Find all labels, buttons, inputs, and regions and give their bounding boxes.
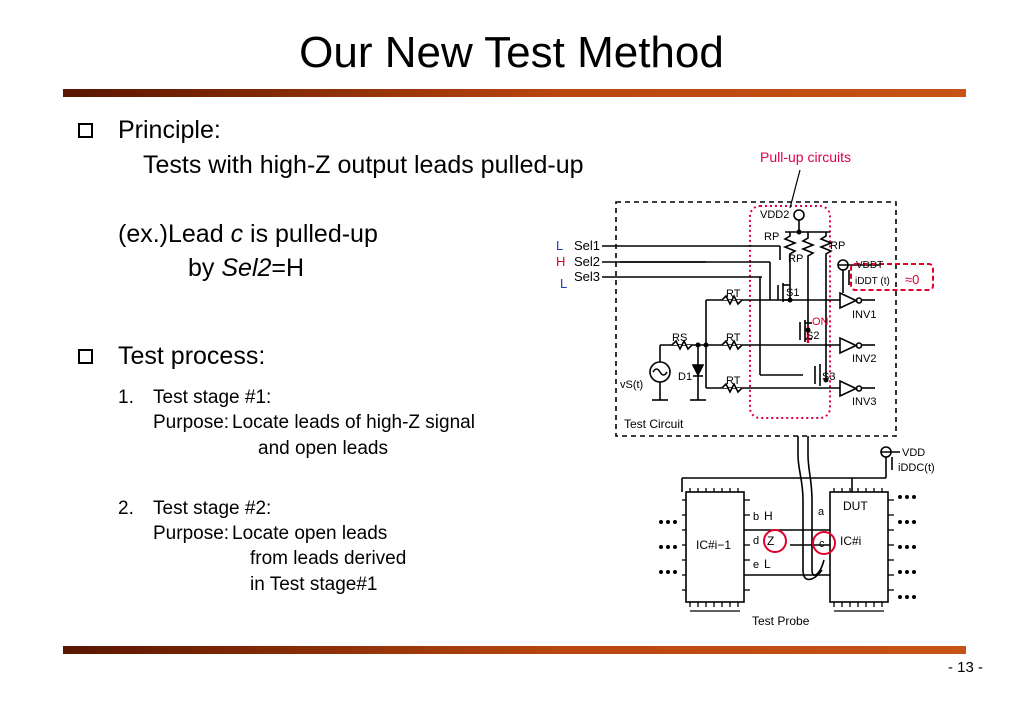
pullup-callout-line: [789, 169, 801, 209]
stage1-number: 1.: [118, 387, 134, 408]
page-number: - 13 -: [947, 659, 983, 676]
rp-label-3: RP: [830, 240, 845, 252]
stage2-number: 2.: [118, 498, 134, 519]
inv1-label: INV1: [852, 309, 876, 321]
lead-c-label: c: [819, 538, 825, 550]
stage2-purpose-line2: from leads derived: [250, 548, 407, 569]
rt-label-3: RT: [726, 375, 741, 387]
slide-title: Our New Test Method: [299, 28, 724, 77]
s2-label: S2: [806, 330, 819, 342]
dut-chip: [829, 491, 889, 603]
example-by-line: by Sel2=H: [188, 254, 304, 283]
lead-b-label: b: [753, 511, 759, 523]
lead-a-label: a: [818, 506, 825, 518]
example-lead: c: [230, 220, 244, 248]
by-suffix: =H: [271, 254, 305, 282]
d1-label: D1: [678, 371, 692, 383]
dut-label: DUT: [843, 499, 868, 513]
lead-b-value: H: [764, 509, 773, 523]
lead-d-label: d: [753, 535, 759, 547]
square-bullet-icon: [78, 349, 93, 364]
approx-zero-label: ≈0: [905, 272, 919, 287]
example-line: (ex.)Lead c is pulled-up: [118, 220, 378, 249]
lead-e-value: L: [764, 557, 771, 571]
vddt-label: VDDT: [856, 260, 883, 271]
top-divider: [63, 89, 966, 97]
by-prefix: by: [188, 254, 222, 282]
bottom-divider: [63, 646, 966, 654]
lead-e-label: e: [753, 559, 759, 571]
test-circuit-box: [615, 201, 897, 437]
pullup-box: [749, 205, 831, 419]
iddt-label: iDDT (t): [855, 276, 890, 287]
sel2-label: Sel2: [574, 254, 600, 269]
square-bullet-icon: [78, 123, 93, 138]
lead-c-highlight: [812, 531, 836, 555]
rt-label-1: RT: [726, 288, 741, 300]
by-sel: Sel2: [221, 254, 272, 282]
ic-prev-chip: [685, 491, 745, 603]
stage2-title: Test stage #2:: [153, 498, 272, 519]
iddt-zero-box: [850, 263, 934, 291]
ic-cur-label: IC#i: [840, 534, 861, 548]
sel3-label: Sel3: [574, 269, 600, 284]
sel2-level: H: [556, 254, 565, 269]
s1-label: S1: [786, 287, 799, 299]
example-suffix: is pulled-up: [243, 220, 378, 248]
sel3-level: L: [560, 276, 567, 291]
test-circuit-label: Test Circuit: [624, 417, 684, 431]
vdd2-label: VDD2: [760, 209, 789, 221]
process-heading: Test process:: [118, 342, 266, 370]
vdd-label: VDD: [902, 447, 925, 459]
stage1-purpose-label: Purpose:: [153, 412, 230, 433]
stage1-purpose-line2: and open leads: [258, 438, 388, 459]
inv3-label: INV3: [852, 396, 876, 408]
stage2-purpose-line3: in Test stage#1: [250, 574, 378, 595]
lead-d-value: Z: [767, 534, 774, 548]
ic-prev-label: IC#i−1: [696, 538, 731, 552]
stage1-purpose-line1: Locate leads of high-Z signal: [232, 412, 475, 433]
test-probe-label: Test Probe: [752, 614, 810, 628]
lead-z-highlight: [763, 529, 787, 553]
stage2-purpose-line1: Locate open leads: [232, 523, 388, 544]
pullup-label: Pull-up circuits: [760, 149, 851, 165]
on-label: ON: [812, 316, 829, 328]
principle-line: Tests with high-Z output leads pulled-up: [143, 151, 584, 179]
vs-label: vS(t): [620, 379, 643, 391]
s3-label: S3: [822, 371, 835, 383]
inv2-label: INV2: [852, 353, 876, 365]
sel1-label: Sel1: [574, 238, 600, 253]
rt-label-2: RT: [726, 332, 741, 344]
example-prefix: (ex.)Lead: [118, 220, 231, 248]
sel1-level: L: [556, 238, 563, 253]
principle-heading: Principle:: [118, 116, 221, 144]
rs-label: RS: [672, 332, 687, 344]
stage1-title: Test stage #1:: [153, 387, 272, 408]
rp-label-2: RP: [788, 253, 803, 265]
iddc-label: iDDC(t): [898, 462, 935, 474]
rp-label-1: RP: [764, 231, 779, 243]
stage2-purpose-label: Purpose:: [153, 523, 230, 544]
